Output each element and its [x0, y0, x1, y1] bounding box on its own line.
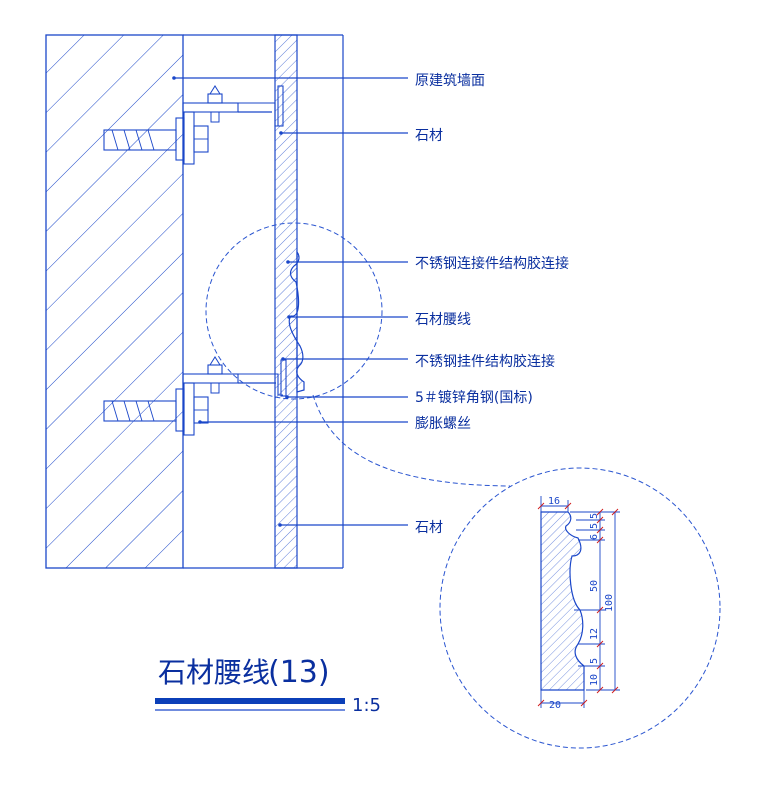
dim-total: 100 [604, 594, 615, 612]
label-wall: 原建筑墙面 [415, 73, 485, 89]
label-stone-top: 石材 [415, 128, 443, 144]
detail-callout-circle [205, 222, 383, 400]
label-waistline: 石材腰线 [415, 312, 471, 328]
label-glue-connector: 不锈钢连接件结构胶连接 [415, 255, 569, 272]
dim-top-width: 16 [548, 496, 560, 507]
title-number: (13) [268, 655, 330, 690]
dim-low-small: 5 [589, 658, 600, 664]
dimension-lines [537, 502, 620, 707]
title-block: 石材腰线 (13) 1:5 [155, 655, 381, 716]
enlarged-detail-circle [439, 467, 721, 749]
dim-bottom-width: 20 [549, 700, 561, 711]
enlarged-profile [540, 496, 585, 708]
title-bar [155, 698, 345, 704]
dim-seg-b: 5 [589, 523, 600, 529]
label-stone-bottom: 石材 [415, 520, 443, 536]
existing-wall [45, 34, 184, 569]
dim-seg-a: 5 [589, 513, 600, 519]
dim-seg-c: 6 [589, 534, 600, 540]
lower-bracket [103, 356, 287, 436]
frame [183, 34, 344, 569]
dim-mid: 50 [589, 580, 600, 592]
label-bolt: 膨胀螺丝 [415, 415, 471, 432]
stone-panel [274, 34, 305, 569]
dim-bottom: 10 [589, 674, 600, 686]
label-angle-steel: 5＃镀锌角钢(国标) [415, 389, 533, 406]
leader-lines [172, 76, 408, 527]
title-name: 石材腰线 [158, 656, 270, 689]
callout-connector [312, 394, 511, 487]
dim-lower: 12 [589, 628, 600, 640]
label-glue-hanger: 不锈钢挂件结构胶连接 [415, 353, 555, 370]
title-scale: 1:5 [352, 695, 381, 716]
upper-bracket [103, 85, 284, 165]
